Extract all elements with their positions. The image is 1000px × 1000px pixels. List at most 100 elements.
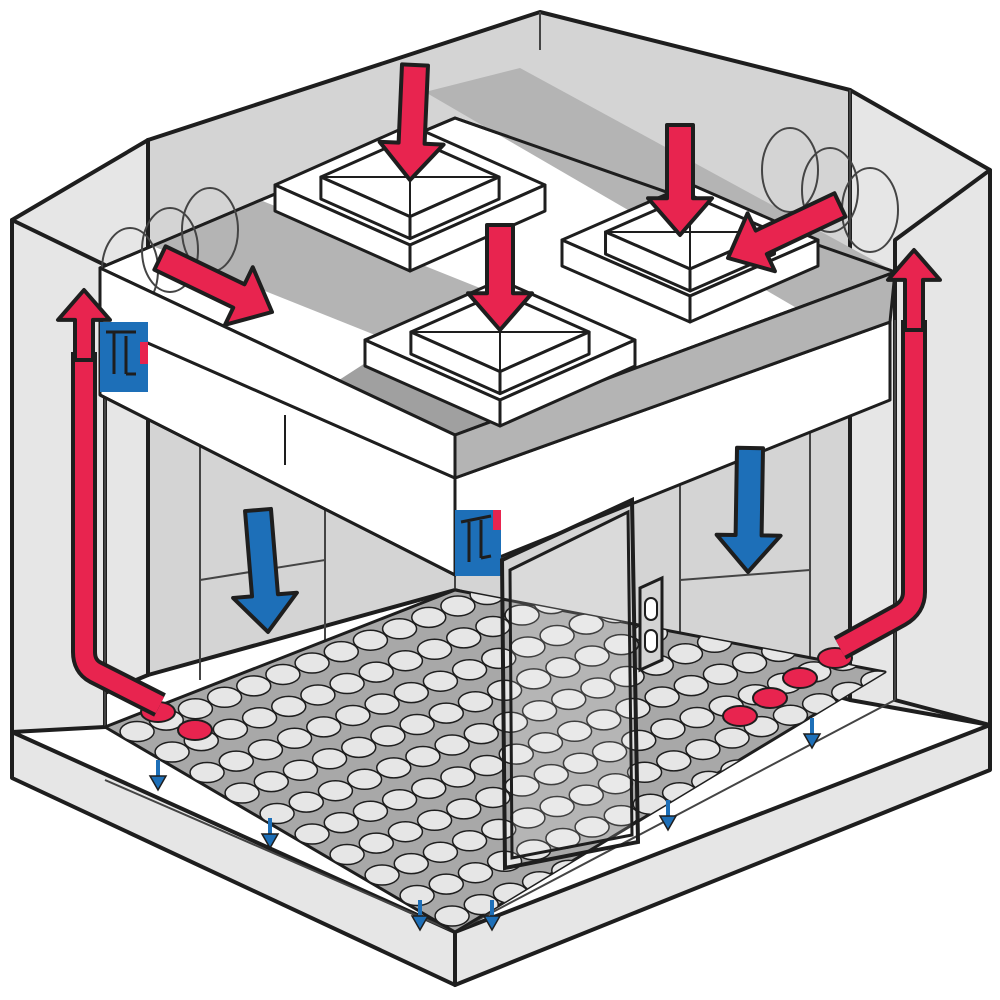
floor-hole bbox=[661, 782, 698, 804]
floor-hole bbox=[416, 809, 453, 832]
floor-hole bbox=[218, 750, 254, 772]
floor-hole bbox=[475, 786, 511, 809]
floor-hole bbox=[224, 782, 260, 804]
floor-hole bbox=[540, 968, 574, 988]
floor-hole bbox=[545, 656, 581, 679]
exhaust-arrow-icon bbox=[802, 718, 822, 750]
floor-hole bbox=[440, 595, 476, 617]
return-duct bbox=[835, 320, 923, 656]
exhaust-arrow-icon bbox=[148, 760, 168, 792]
floor-hole bbox=[931, 883, 965, 903]
floor-hole bbox=[317, 779, 354, 802]
floor-hole bbox=[358, 661, 394, 683]
floor-hole bbox=[521, 700, 558, 722]
floor-hole bbox=[801, 864, 838, 886]
floor-hole bbox=[422, 670, 459, 692]
floor-hole bbox=[300, 684, 336, 706]
floor-hole bbox=[925, 851, 959, 871]
floor-hole bbox=[416, 638, 453, 661]
floor-hole bbox=[673, 674, 709, 697]
floor-hole bbox=[364, 864, 400, 886]
exhaust-arrow-icon bbox=[410, 900, 430, 932]
floor-hole bbox=[341, 736, 377, 759]
floor-hole bbox=[381, 618, 418, 640]
door bbox=[499, 496, 664, 871]
floor-hole bbox=[591, 741, 628, 763]
exhaust-arrow-head bbox=[148, 775, 168, 792]
floor-hole bbox=[306, 716, 342, 738]
floor-hole bbox=[756, 951, 790, 971]
floor-hole bbox=[335, 704, 371, 727]
filter-side-right bbox=[408, 183, 547, 273]
floor-hole bbox=[434, 905, 470, 927]
floor-hole bbox=[902, 723, 936, 743]
floor-hole bbox=[801, 693, 838, 715]
floor-hole bbox=[434, 734, 470, 756]
floor-hole bbox=[896, 862, 930, 882]
floor-hole bbox=[866, 873, 885, 895]
return-vent bbox=[177, 719, 213, 741]
floor-hole bbox=[919, 819, 953, 839]
floor-hole bbox=[890, 831, 924, 851]
return-vent bbox=[782, 667, 818, 689]
floor-hole bbox=[352, 800, 389, 822]
floor-hole bbox=[685, 738, 721, 761]
front-right-skirt bbox=[453, 723, 992, 987]
floor-hole bbox=[294, 823, 330, 845]
floor-hole bbox=[586, 709, 622, 731]
floor-hole bbox=[650, 718, 686, 740]
floor-hole bbox=[743, 886, 779, 909]
floor-hole bbox=[871, 905, 885, 927]
floor-hole bbox=[556, 720, 593, 743]
floor-hole bbox=[948, 808, 982, 828]
return-vent bbox=[722, 705, 758, 727]
floor-hole bbox=[323, 811, 359, 834]
return-vent bbox=[752, 687, 788, 709]
floor-hole bbox=[498, 743, 534, 765]
floor-hole bbox=[405, 745, 441, 768]
floor-hole bbox=[527, 731, 564, 754]
airflow-arrow-icon bbox=[377, 62, 446, 182]
floor-hole bbox=[598, 945, 632, 965]
floor-hole bbox=[451, 659, 488, 681]
floor-hole bbox=[749, 918, 785, 932]
floor-hole bbox=[381, 789, 418, 811]
airflow-arrow-icon bbox=[726, 191, 848, 274]
floor-hole bbox=[995, 721, 1000, 741]
floor-hole bbox=[265, 663, 301, 686]
logo-icon bbox=[100, 322, 501, 576]
floor-hole bbox=[902, 894, 936, 914]
floor-hole bbox=[692, 942, 726, 962]
floor-hole bbox=[119, 720, 155, 743]
floor-hole bbox=[813, 756, 849, 779]
floor-hole bbox=[399, 713, 435, 736]
floor-hole bbox=[457, 861, 494, 884]
floor-hole bbox=[960, 872, 994, 892]
filter-box-right bbox=[408, 175, 501, 241]
floor-hole bbox=[772, 704, 809, 726]
floor-hole bbox=[755, 779, 791, 802]
exhaust-arrow-icon bbox=[658, 800, 678, 832]
floor-hole bbox=[679, 706, 715, 729]
exhaust-arrow-head bbox=[482, 915, 502, 932]
floor-hole bbox=[271, 695, 307, 718]
floor-hole bbox=[236, 675, 272, 697]
floor-hole bbox=[539, 624, 575, 647]
floor-hole bbox=[288, 791, 324, 813]
airflow-arrow-icon bbox=[231, 506, 299, 634]
floor-hole bbox=[568, 784, 604, 806]
floor-hole bbox=[346, 768, 383, 791]
floor-hole bbox=[714, 898, 750, 920]
floor-hole bbox=[329, 672, 365, 695]
floor-hole bbox=[411, 777, 447, 800]
floor-hole bbox=[726, 791, 762, 813]
floor-hole bbox=[440, 766, 476, 788]
floor-hole bbox=[358, 832, 394, 854]
floor-hole bbox=[311, 748, 348, 770]
door-handle-icon bbox=[638, 575, 664, 673]
exhaust-arrow-head bbox=[410, 915, 430, 932]
floor-hole bbox=[206, 686, 243, 709]
floor-hole bbox=[696, 802, 733, 825]
floor-hole bbox=[720, 930, 756, 932]
filter-side-right bbox=[498, 338, 637, 428]
